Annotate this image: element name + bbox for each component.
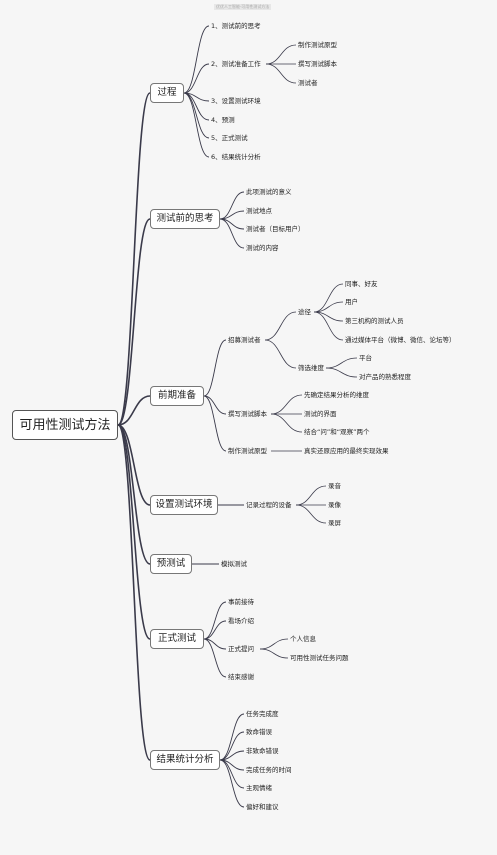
connector-line bbox=[270, 413, 303, 433]
prep-script-item: 先确定结果分析的维度 bbox=[304, 391, 369, 399]
process-step2-item: 撰写测试脚本 bbox=[298, 60, 337, 68]
prep-filter-item: 对产品的熟悉程度 bbox=[359, 373, 411, 381]
connector-line bbox=[264, 311, 297, 341]
branch-preparation[interactable]: 前期准备 bbox=[150, 386, 204, 406]
branch-setup-env[interactable]: 设置测试环境 bbox=[150, 495, 218, 515]
process-step-4: 4、预测 bbox=[211, 116, 235, 124]
connector-line bbox=[117, 424, 151, 506]
result-item: 任务完成度 bbox=[246, 710, 279, 718]
prep-prototype-note: 真实还原应用的最终实现效果 bbox=[304, 447, 389, 455]
formal-ask-item: 个人信息 bbox=[290, 635, 316, 643]
prep-prototype: 制作测试原型 bbox=[228, 447, 267, 455]
connector-line bbox=[183, 92, 210, 139]
connector-line bbox=[325, 357, 358, 369]
pretest-thinking-item: 测试地点 bbox=[246, 207, 272, 215]
result-item: 非致命错误 bbox=[246, 747, 279, 755]
connector-line bbox=[313, 283, 344, 313]
connector-line bbox=[219, 750, 245, 761]
formal-ask-item: 可用性测试任务问题 bbox=[290, 654, 349, 662]
prep-script: 撰写测试脚本 bbox=[228, 410, 267, 418]
watermark: 优优人工智能·可用性测试方法 bbox=[214, 4, 272, 10]
connector-line bbox=[203, 395, 227, 415]
env-record-item: 录屏 bbox=[328, 519, 341, 527]
pretest-thinking-item: 测试者（目标用户） bbox=[246, 225, 305, 233]
connector-line bbox=[117, 395, 151, 426]
prep-channels: 途径 bbox=[298, 308, 311, 316]
connector-line bbox=[219, 210, 245, 220]
prep-filter: 筛选维度 bbox=[298, 364, 324, 372]
formal-greet: 事前接待 bbox=[228, 598, 254, 606]
result-item: 偏好和建议 bbox=[246, 803, 279, 811]
connector-line bbox=[259, 638, 289, 650]
process-step-2: 2、测试准备工作 bbox=[211, 60, 261, 68]
env-record: 记录过程的设备 bbox=[246, 501, 292, 509]
env-record-item: 录像 bbox=[328, 501, 341, 509]
pretest-thinking-item: 此项测试的意义 bbox=[246, 188, 292, 196]
formal-thanks: 结束感谢 bbox=[228, 673, 254, 681]
process-step2-item: 测试者 bbox=[298, 79, 318, 87]
branch-pretest-thinking[interactable]: 测试前的思考 bbox=[150, 209, 220, 229]
process-step-6: 6、结果统计分析 bbox=[211, 153, 261, 161]
connector-line bbox=[219, 191, 245, 220]
formal-ask: 正式提问 bbox=[228, 645, 254, 653]
process-step-3: 3、设置测试环境 bbox=[211, 97, 261, 105]
prep-script-item: 结合“问”和“观察”两个 bbox=[304, 428, 370, 436]
prep-filter-item: 平台 bbox=[359, 354, 372, 362]
connector-line bbox=[219, 218, 245, 249]
connector-line bbox=[183, 63, 210, 94]
connector-line bbox=[219, 759, 245, 808]
connector-line bbox=[203, 601, 227, 640]
connector-line bbox=[117, 424, 151, 640]
connector-line bbox=[203, 395, 227, 452]
result-item: 主观情绪 bbox=[246, 784, 272, 792]
process-step-1: 1、测试前的思考 bbox=[211, 22, 261, 30]
prep-recruit: 招募测试者 bbox=[228, 336, 261, 344]
connector-line bbox=[203, 638, 227, 678]
prep-channel-item: 通过媒体平台（微博、微信、论坛等） bbox=[345, 336, 456, 344]
connector-line bbox=[313, 311, 344, 341]
env-record-item: 录音 bbox=[328, 482, 341, 490]
connector-line bbox=[183, 25, 210, 94]
connector-line bbox=[270, 394, 303, 415]
formal-intro: 看场介绍 bbox=[228, 617, 254, 625]
connector-line bbox=[117, 218, 151, 426]
root-node[interactable]: 可用性测试方法 bbox=[12, 410, 118, 440]
pretest-thinking-item: 测试的内容 bbox=[246, 244, 279, 252]
connector-line bbox=[265, 63, 297, 84]
connector-line bbox=[265, 44, 297, 65]
pretest-item: 模拟测试 bbox=[221, 560, 247, 568]
prep-script-item: 测试的界面 bbox=[304, 410, 337, 418]
connector-line bbox=[259, 648, 289, 659]
connector-line bbox=[117, 424, 151, 565]
result-item: 致命错误 bbox=[246, 728, 272, 736]
branch-process[interactable]: 过程 bbox=[150, 83, 184, 103]
connector-line bbox=[203, 620, 227, 640]
process-step-5: 5、正式测试 bbox=[211, 134, 248, 142]
prep-channel-item: 用户 bbox=[345, 298, 358, 306]
connector-line bbox=[295, 485, 327, 506]
connector-line bbox=[313, 301, 344, 313]
result-item: 完成任务的时间 bbox=[246, 766, 292, 774]
branch-result-stats[interactable]: 结果统计分析 bbox=[150, 750, 220, 770]
connector-line bbox=[117, 424, 151, 761]
branch-formal-test[interactable]: 正式测试 bbox=[150, 629, 204, 649]
connector-line bbox=[183, 92, 210, 158]
branch-pretest[interactable]: 预测试 bbox=[150, 554, 192, 574]
process-step2-item: 制作测试原型 bbox=[298, 41, 337, 49]
connector-line bbox=[295, 504, 327, 524]
connector-line bbox=[117, 92, 151, 426]
prep-channel-item: 同事、好友 bbox=[345, 280, 378, 288]
connector-line bbox=[325, 367, 358, 378]
connector-line bbox=[219, 713, 245, 761]
connector-line bbox=[203, 339, 227, 397]
connector-line bbox=[264, 339, 297, 369]
connector-line bbox=[219, 731, 245, 761]
prep-channel-item: 第三机构的测试人员 bbox=[345, 317, 404, 325]
